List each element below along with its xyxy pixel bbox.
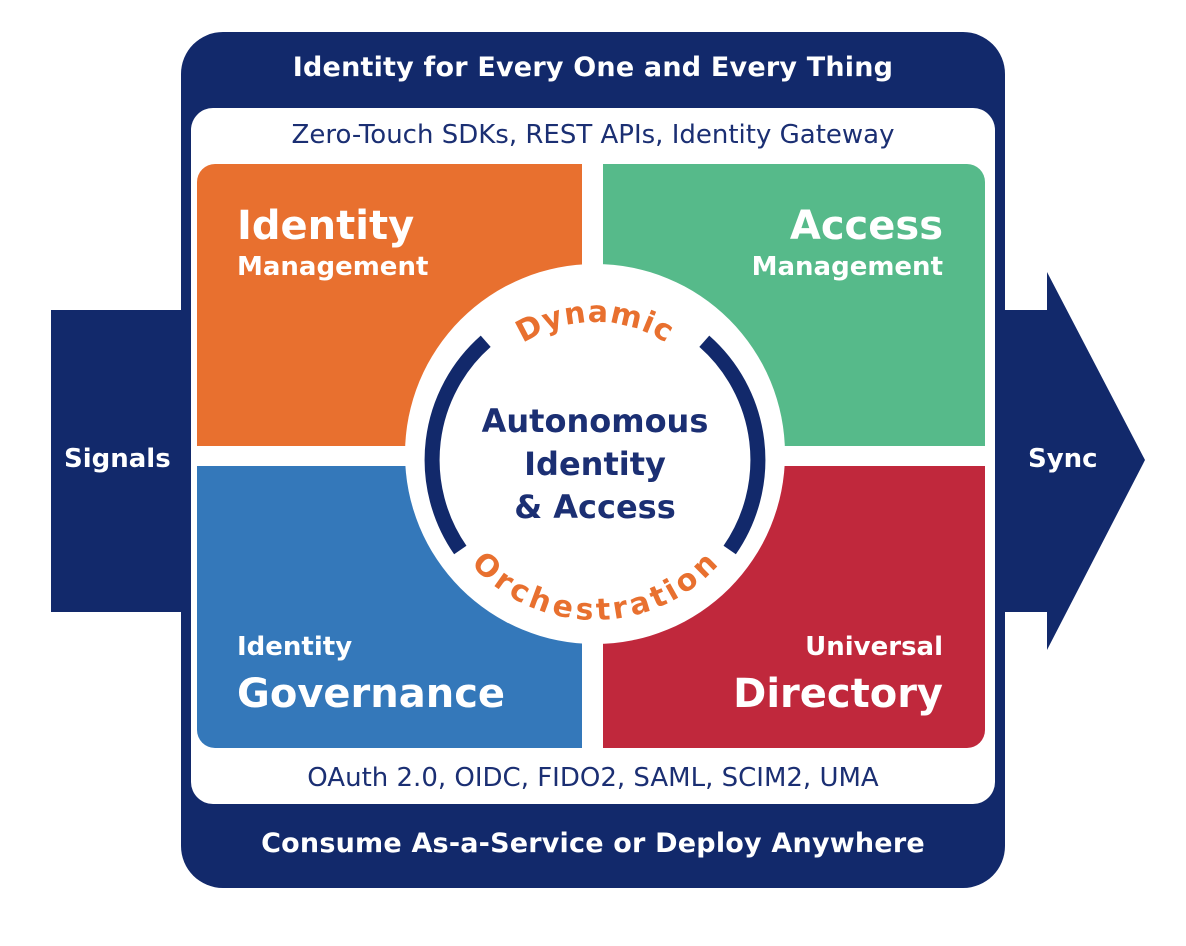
identity-governance-line1: Identity: [237, 632, 353, 662]
center-line3: & Access: [514, 488, 676, 526]
access-management-line1: Access: [789, 203, 943, 249]
center-disc: [405, 264, 785, 644]
top-banner: Identity for Every One and Every Thing: [292, 52, 894, 83]
top-protocols: Zero-Touch SDKs, REST APIs, Identity Gat…: [291, 120, 895, 150]
bottom-protocols: OAuth 2.0, OIDC, FIDO2, SAML, SCIM2, UMA: [307, 763, 879, 793]
center-title: Autonomous Identity & Access: [460, 400, 730, 529]
sync-arrow: [995, 272, 1145, 650]
left-arc: [424, 335, 491, 555]
center-line2: Identity: [524, 445, 666, 483]
identity-management-line1: Identity: [237, 203, 415, 249]
center-line1: Autonomous: [481, 402, 709, 440]
universal-directory-line2: Directory: [733, 671, 943, 717]
identity-governance-line2: Governance: [237, 671, 506, 717]
identity-management-line2: Management: [237, 252, 429, 282]
access-management-line2: Management: [751, 252, 943, 282]
center-circle: Dynamic Orchestration: [405, 264, 785, 644]
sync-label: Sync: [1028, 444, 1098, 474]
signals-label: Signals: [64, 444, 171, 474]
bottom-banner: Consume As-a-Service or Deploy Anywhere: [261, 828, 925, 859]
right-arc: [699, 335, 766, 555]
signals-arrow: [51, 310, 195, 612]
universal-directory-line1: Universal: [805, 632, 943, 662]
